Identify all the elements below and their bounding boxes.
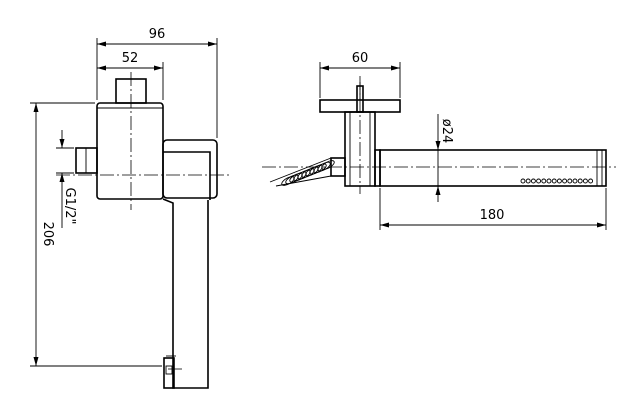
dim-body-width: 52 — [122, 51, 139, 66]
dim-diameter: ø24 — [439, 119, 454, 144]
dim-connection: G1/2" — [62, 188, 77, 225]
spout-outlet — [163, 357, 175, 389]
spray-holes — [520, 178, 594, 184]
top-view: 60 ø24 180 — [262, 51, 616, 230]
dim-overall-width: 96 — [149, 27, 166, 42]
hand-shower — [379, 149, 607, 187]
dim-flange-width: 60 — [352, 51, 369, 66]
flexible-hose — [269, 157, 335, 187]
valve-body — [96, 102, 164, 200]
side-view: 96 52 206 G1/2" — [30, 27, 232, 389]
dim-height: 206 — [40, 222, 55, 247]
back-plate — [162, 139, 218, 199]
dim-length: 180 — [480, 208, 505, 223]
inlet-connector — [75, 147, 98, 174]
spout-arm — [162, 198, 209, 389]
